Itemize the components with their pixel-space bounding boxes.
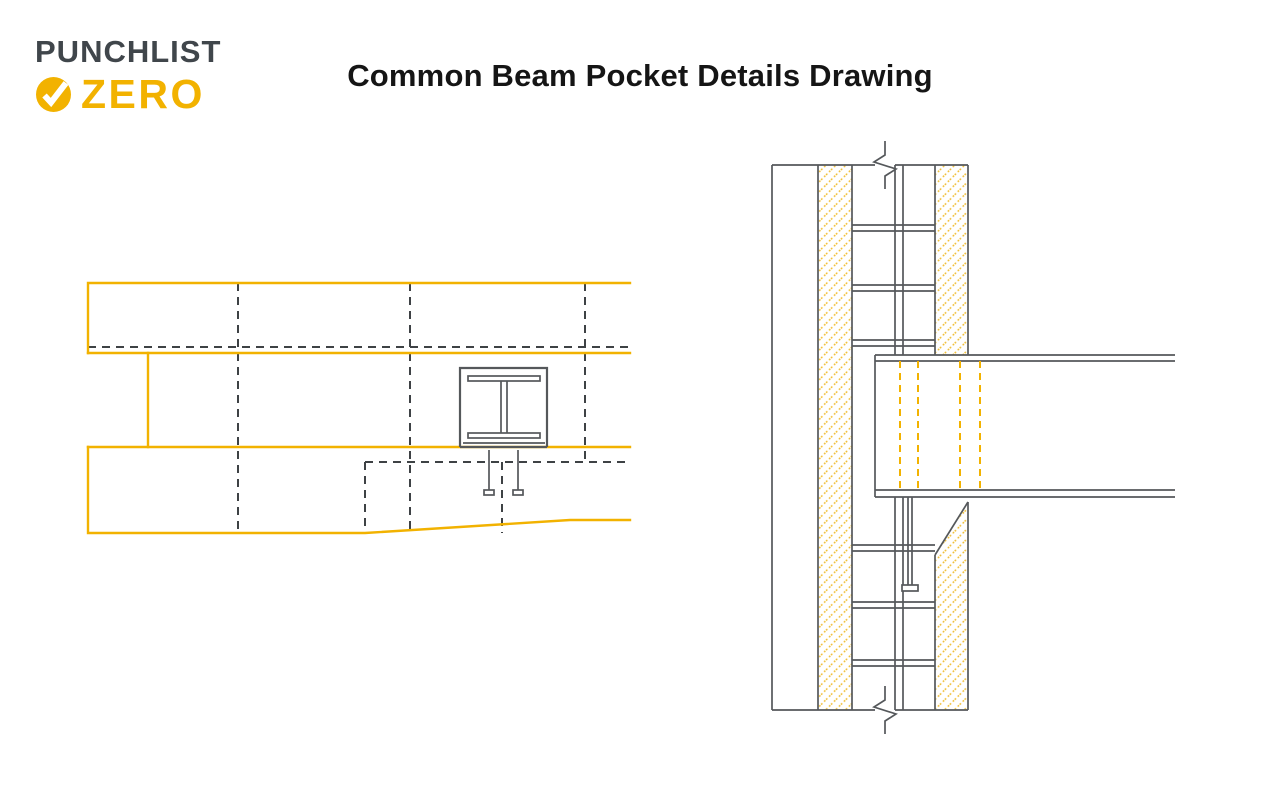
logo-wordmark-punchlist: PUNCHLIST: [35, 34, 222, 69]
break-symbols: [872, 141, 898, 734]
beam-bottom-flange: [875, 489, 1175, 498]
beam-bottom-flange: [467, 432, 541, 439]
steel-beam: [874, 354, 1175, 498]
beam-pocket-box: [458, 366, 549, 449]
beam-top-flange: [467, 375, 541, 382]
top-slab-outline: [86, 281, 632, 355]
beam-pocket-wall-section-view: [771, 141, 1175, 734]
lower-wall-outline: [86, 351, 632, 535]
steel-beam-section: [463, 375, 545, 444]
beam-web: [500, 381, 508, 433]
check-circle-icon: [36, 77, 71, 112]
logo-wordmark-zero: ZERO: [81, 71, 205, 117]
break-symbol-bottom: [872, 686, 898, 734]
stud-lines: [894, 165, 904, 710]
anchor-bolts: [483, 450, 524, 496]
wall-ties: [852, 224, 935, 667]
wall-hatch-right: [935, 165, 968, 710]
wall-hatch-left: [818, 165, 852, 710]
logo-second-line: ZERO: [35, 74, 221, 115]
hidden-dashed-lines: [88, 283, 630, 533]
beam-top-flange: [875, 354, 1175, 362]
pocket-hidden-lines: [899, 361, 981, 490]
punchlist-zero-logo: PUNCHLIST ZERO: [35, 36, 221, 115]
wall-outlines: [771, 164, 969, 711]
break-symbol-top: [872, 141, 898, 189]
page-title: Common Beam Pocket Details Drawing: [347, 58, 933, 93]
beam-pocket-plan-view: [86, 281, 632, 535]
anchor-rod: [901, 497, 919, 592]
pocket-slope-line: [934, 501, 969, 556]
